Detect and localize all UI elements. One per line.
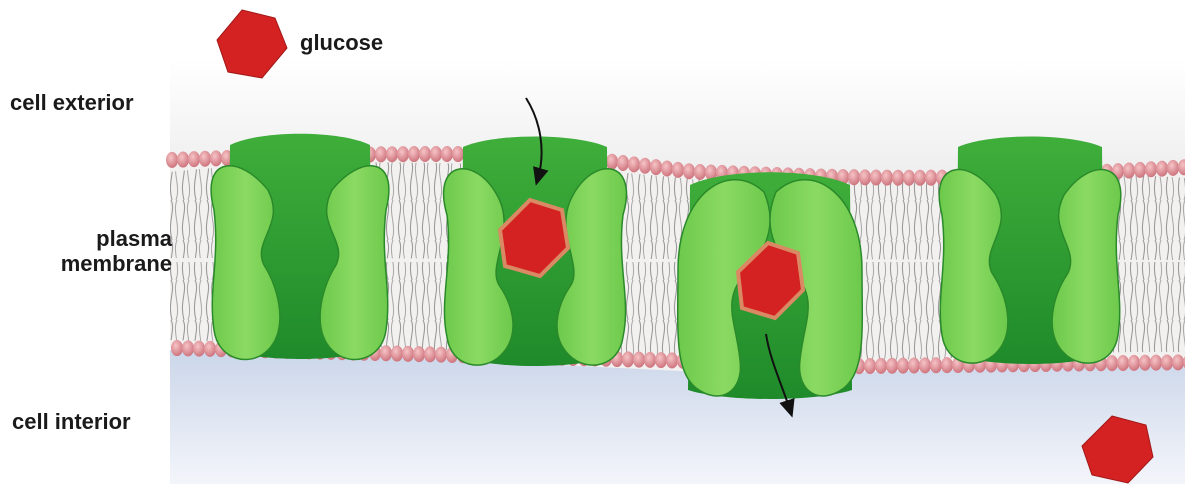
lipid-head	[408, 146, 420, 162]
lipid-head	[391, 346, 403, 362]
plasma-membrane-label: plasma membrane	[22, 226, 172, 277]
lipid-head	[622, 351, 634, 367]
lipid-head	[617, 155, 629, 171]
lipid-head	[655, 352, 667, 368]
glucose-label: glucose	[300, 30, 383, 55]
lipid-head	[380, 345, 392, 361]
lipid-head	[1139, 355, 1151, 371]
lipid-head	[1145, 161, 1157, 177]
lipid-head	[633, 352, 645, 368]
lipid-head	[639, 158, 651, 174]
lipid-head	[1172, 354, 1184, 370]
lipid-head	[182, 340, 194, 356]
lipid-head	[919, 357, 931, 373]
lipid-head	[1156, 161, 1168, 177]
lipid-head	[1123, 163, 1135, 179]
lipid-head	[925, 170, 937, 186]
lipid-head	[1106, 355, 1118, 371]
transporter-open-outward-empty-2	[939, 137, 1121, 365]
lipid-head	[870, 170, 882, 186]
plasma-membrane-label-line2: membrane	[22, 251, 172, 276]
lipid-head	[419, 146, 431, 162]
lipid-head	[1150, 355, 1162, 371]
lipid-head	[210, 150, 222, 166]
lipid-head	[1161, 354, 1173, 370]
lipid-head	[886, 358, 898, 374]
lipid-head	[864, 358, 876, 374]
plasma-membrane-label-line1: plasma	[22, 226, 172, 251]
cell-exterior-label: cell exterior	[10, 90, 134, 115]
transporter-open-outward-empty	[211, 134, 389, 360]
lipid-head	[166, 152, 178, 168]
lipid-head	[177, 152, 189, 168]
lipid-head	[875, 358, 887, 374]
lipid-head	[1134, 162, 1146, 178]
lipid-head	[193, 341, 205, 357]
lipid-head	[375, 146, 387, 162]
lipid-head	[661, 160, 673, 176]
lipid-head	[644, 352, 656, 368]
lipid-head	[441, 146, 453, 162]
lipid-head	[397, 146, 409, 162]
lipid-head	[650, 159, 662, 175]
lipid-head	[683, 163, 695, 179]
lipid-head	[452, 146, 464, 162]
lipid-head	[666, 352, 678, 368]
lipid-head	[892, 170, 904, 186]
lipid-head	[204, 341, 216, 357]
lipid-head	[930, 357, 942, 373]
lipid-head	[435, 347, 447, 363]
lipid-head	[694, 164, 706, 180]
lipid-head	[848, 169, 860, 185]
lipid-head	[424, 346, 436, 362]
lipid-head	[430, 146, 442, 162]
lipid-head	[903, 170, 915, 186]
cell-interior-label: cell interior	[12, 409, 131, 434]
lipid-head	[171, 340, 183, 356]
lipid-head	[606, 154, 618, 170]
lipid-head	[897, 358, 909, 374]
lipid-head	[941, 357, 953, 373]
lipid-head	[628, 156, 640, 172]
lipid-head	[908, 357, 920, 373]
lipid-head	[1117, 355, 1129, 371]
lipid-head	[914, 170, 926, 186]
lipid-head	[386, 146, 398, 162]
lipid-head	[413, 346, 425, 362]
lipid-head	[188, 151, 200, 167]
lipid-head	[881, 170, 893, 186]
lipid-head	[199, 151, 211, 167]
lipid-head	[402, 346, 414, 362]
lipid-head	[859, 169, 871, 185]
lipid-head	[1128, 355, 1140, 371]
lipid-head	[672, 162, 684, 178]
lipid-head	[1167, 160, 1179, 176]
